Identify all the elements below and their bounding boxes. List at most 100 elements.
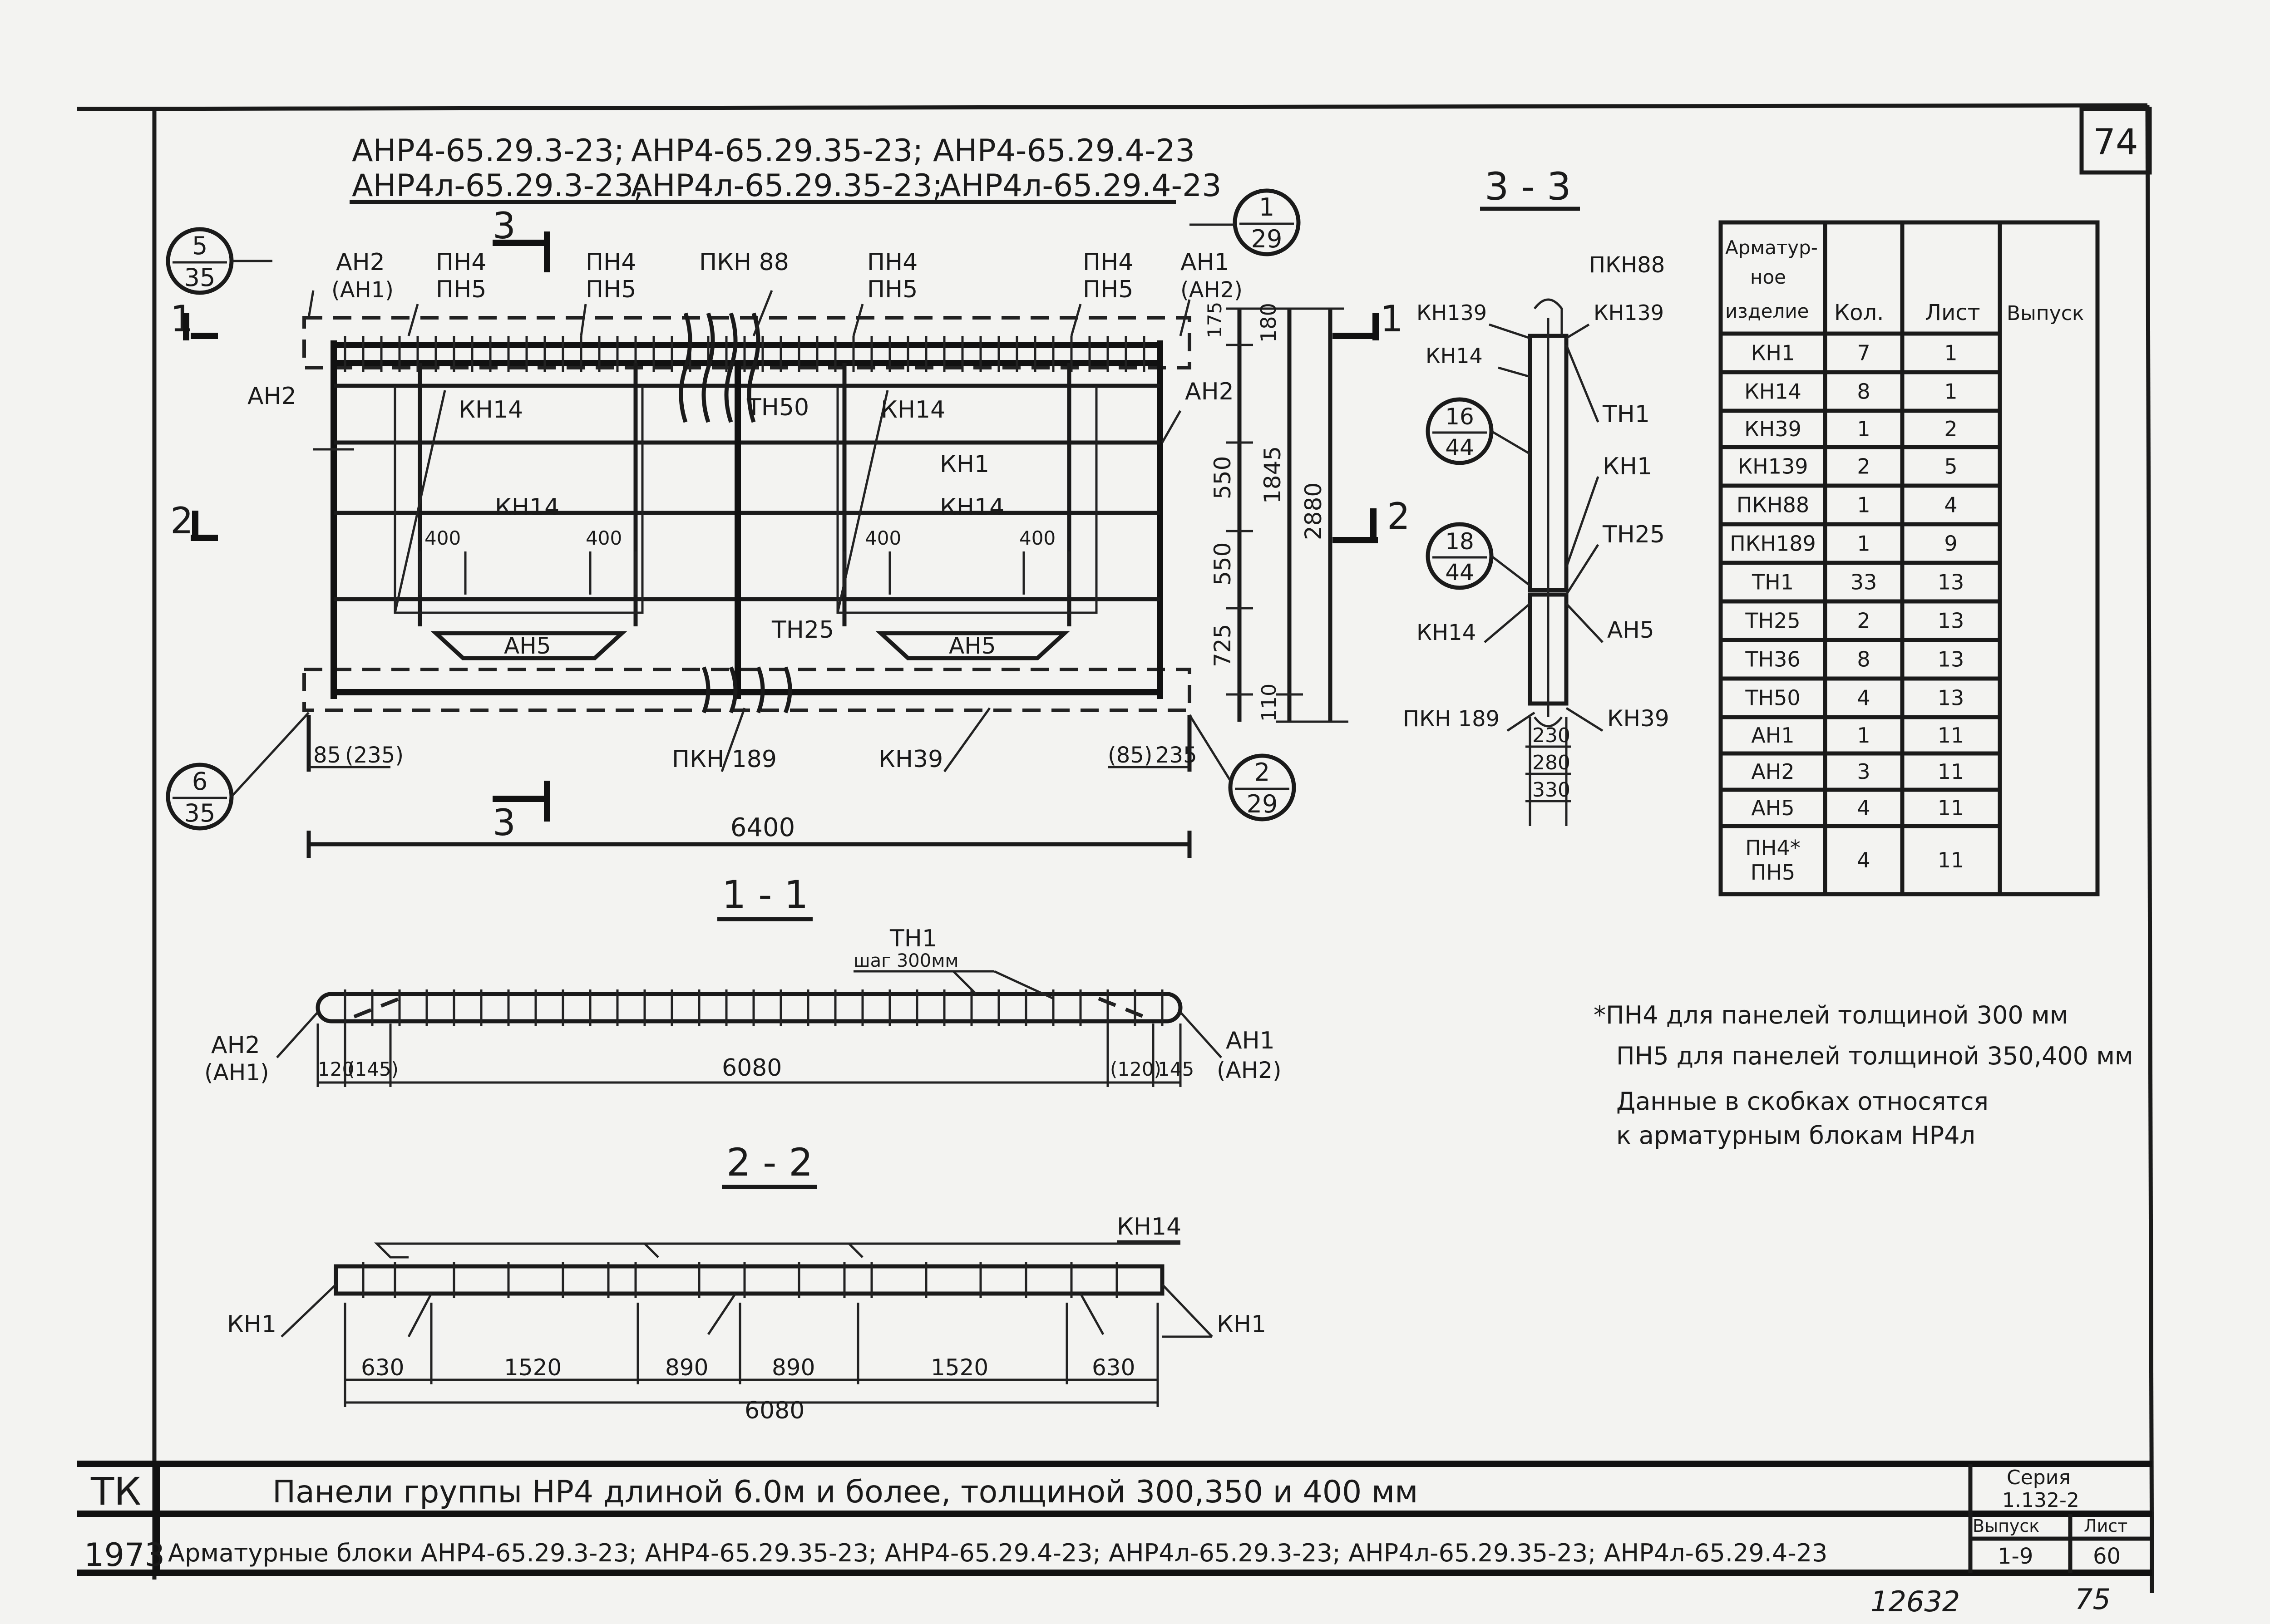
dim-725: 725 (1209, 624, 1236, 667)
label-kn14-3: КН14 (495, 494, 559, 521)
table-header-item: Арматур- ное изделие (1725, 236, 1824, 322)
sheet-number: 74 (2093, 122, 2138, 163)
svg-text:18: 18 (1445, 528, 1474, 555)
s33-w330: 330 (1532, 778, 1570, 802)
table-cell: 13 (1938, 686, 1964, 710)
dim-right-235: 235 (1155, 743, 1197, 768)
table-cell: 4 (1857, 686, 1870, 710)
s11-an2-sub: (АН2) (1217, 1057, 1282, 1083)
dim-left-85: 85 (313, 743, 341, 768)
label-an5-2: АН5 (949, 633, 996, 659)
table-header: Арматур- ное изделие Кол. Лист Выпуск (1725, 236, 2084, 325)
s11-d120: 120 (318, 1058, 354, 1080)
table-cell: ПКН88 (1737, 493, 1809, 517)
sheet-frame (77, 103, 2154, 1594)
s22-seg-4: 890 (772, 1354, 815, 1381)
mark-3: АНР4-65.29.4-23 (933, 133, 1195, 169)
table-cell: 7 (1857, 341, 1870, 365)
s33-kn139-b: КН139 (1594, 300, 1664, 325)
table-cell: 3 (1857, 759, 1870, 784)
table-cell: 13 (1938, 570, 1964, 595)
mark-6: АНР4л-65.29.4-23 (940, 168, 1222, 204)
s22-kn1-right: КН1 (1217, 1311, 1266, 1338)
s11-d120b: (120) (1110, 1058, 1161, 1080)
svg-text:44: 44 (1445, 559, 1474, 586)
elevation-cut-marks: 3 3 1 1 2 2 (170, 205, 1410, 844)
table-cell: 11 (1938, 796, 1964, 820)
main-elevation: 6400 85 (235) (85) 235 175 180 550 550 7… (247, 249, 1348, 858)
table-cell: КН1 (1751, 341, 1795, 365)
page-number: 75 (2075, 1583, 2111, 1616)
label-kn14-4: КН14 (940, 494, 1004, 521)
notes: *ПН4 для панелей толщиной 300 мм ПН5 для… (1594, 1001, 2133, 1150)
note-3: Данные в скобках относятся (1616, 1087, 1989, 1116)
footer: 12632 75 (1870, 1583, 2111, 1618)
s11-an2: АН2 (211, 1032, 260, 1059)
table-cell: 11 (1938, 848, 1964, 872)
table-cell: АН5 (1751, 796, 1794, 820)
table-cell: 13 (1938, 609, 1964, 633)
table-cell: 1 (1944, 341, 1957, 365)
title-block: ТК 1973 Панели группы НР4 длиной 6.0м и … (77, 1461, 2152, 1576)
cut-2-right: 2 (1387, 495, 1410, 537)
table-cell: ТН36 (1745, 647, 1800, 672)
label-pn4-3: ПН4 (867, 249, 918, 276)
callout-5-35: 5 35 (166, 227, 272, 295)
mark-1: АНР4-65.29.3-23; (352, 133, 624, 169)
label-400-2: 400 (586, 527, 622, 549)
label-th25: ТН25 (771, 616, 834, 644)
svg-text:16: 16 (1445, 404, 1474, 430)
table-cell: 8 (1857, 379, 1870, 404)
label-400-4: 400 (1019, 527, 1056, 549)
s33-w230: 230 (1532, 724, 1570, 747)
table-cell: ПН4*ПН5 (1745, 836, 1800, 885)
table-cell: 9 (1944, 531, 1957, 556)
s33-pkn189: ПКН 189 (1403, 706, 1500, 732)
cut-2-left: 2 (170, 500, 193, 542)
label-an2-sub: (АН2) (1180, 277, 1243, 303)
title-line-2: Арматурные блоки АНР4-65.29.3-23; АНР4-6… (168, 1539, 1827, 1567)
table-cell: АН2 (1751, 759, 1794, 784)
table-header-issue: Выпуск (2007, 302, 2084, 325)
label-kn1: КН1 (940, 451, 989, 478)
table-cell: 8 (1857, 647, 1870, 672)
org-code: ТК (90, 1469, 141, 1514)
dim-overall: 6400 (730, 813, 795, 842)
s11-d145b: 145 (1158, 1058, 1194, 1080)
table-cell: ТН50 (1745, 686, 1800, 710)
svg-text:35: 35 (184, 799, 216, 827)
s33-kn14-a: КН14 (1426, 344, 1483, 368)
table-cell: 33 (1851, 570, 1877, 595)
table-header-qty: Кол. (1834, 300, 1884, 325)
table-cell: КН14 (1744, 379, 1801, 404)
callout-18-44: 18 44 (1426, 522, 1531, 590)
s22-total: 6080 (745, 1397, 804, 1424)
table-cell: 1 (1857, 531, 1870, 556)
label-an2-top: АН2 (336, 249, 385, 276)
s22-kn1-left: КН1 (227, 1311, 276, 1338)
dim-180: 180 (1256, 303, 1281, 343)
s33-kn39: КН39 (1607, 705, 1669, 732)
s22-seg-6: 630 (1092, 1354, 1135, 1381)
svg-text:1: 1 (1259, 193, 1274, 221)
s33-kn14-b: КН14 (1416, 620, 1476, 645)
table-cell: 2 (1944, 417, 1957, 441)
svg-text:29: 29 (1247, 790, 1278, 818)
s33-w280: 280 (1532, 751, 1570, 774)
s33-kn1: КН1 (1603, 453, 1652, 480)
sheet-number-box: 74 (2079, 107, 2152, 175)
table-row: ТН50 4 13 (1745, 686, 1964, 710)
title-line-1: Панели группы НР4 длиной 6.0м и более, т… (272, 1474, 1418, 1510)
callout-2-29: 2 29 (1188, 714, 1296, 822)
label-th50: ТН50 (746, 394, 809, 421)
table-cell: 1 (1857, 417, 1870, 441)
table-cell: 11 (1938, 759, 1964, 784)
section-1-1: 1 - 1 ТН1 шаг 300мм АН2 (АН1) 120 (145) … (204, 872, 1282, 1087)
table-row: ПН4*ПН5 4 11 (1745, 836, 1964, 885)
table-cell: ТН1 (1752, 570, 1794, 595)
issue-value: 1-9 (1998, 1544, 2033, 1569)
table-cell: 4 (1857, 848, 1870, 872)
sheet-value: 60 (2093, 1544, 2121, 1569)
label-400-3: 400 (865, 527, 901, 549)
dim-175: 175 (1204, 302, 1226, 338)
